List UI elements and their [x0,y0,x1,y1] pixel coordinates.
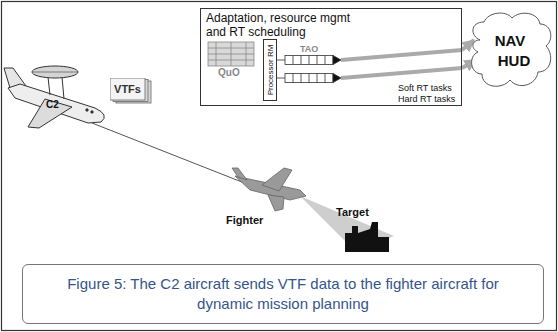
datalink-line [92,123,252,186]
c2-aircraft [4,66,104,128]
task-cloud: NAVHUD [466,10,554,92]
cloud-outline [466,10,554,92]
task-queues [277,56,341,83]
caption-box: Figure 5: The C2 aircraft sends VTF data… [22,264,544,324]
task-flow-shaft [341,50,462,60]
component-label: QuO [218,67,240,78]
task-flow-shaft [341,68,462,78]
task-label: Hard RT tasks [398,94,455,104]
figure-caption: Figure 5: The C2 aircraft sends VTF data… [48,274,518,314]
fighter-jet [232,168,306,211]
component-label: TAO [300,44,318,54]
target-label: Target [336,206,369,218]
vertical-label: Processor RM [266,45,275,96]
quo-icon [208,42,254,66]
strike-beam [300,196,394,252]
box-heading: Adaptation, resource mgmt and RT schedul… [206,11,356,39]
processor-rm-box: Processor RM [263,39,277,101]
task-flow-arrow [462,40,474,50]
document-label: VTFs [110,78,145,100]
vtf-documents: VTFs [110,78,152,104]
aircraft-label: Fighter [226,214,263,226]
task-label: Soft RT tasks [398,83,452,93]
task-name: NAV [495,31,526,51]
target-building [345,222,389,252]
task-name: HUD [498,51,531,71]
aircraft-label: C2 [46,99,59,110]
